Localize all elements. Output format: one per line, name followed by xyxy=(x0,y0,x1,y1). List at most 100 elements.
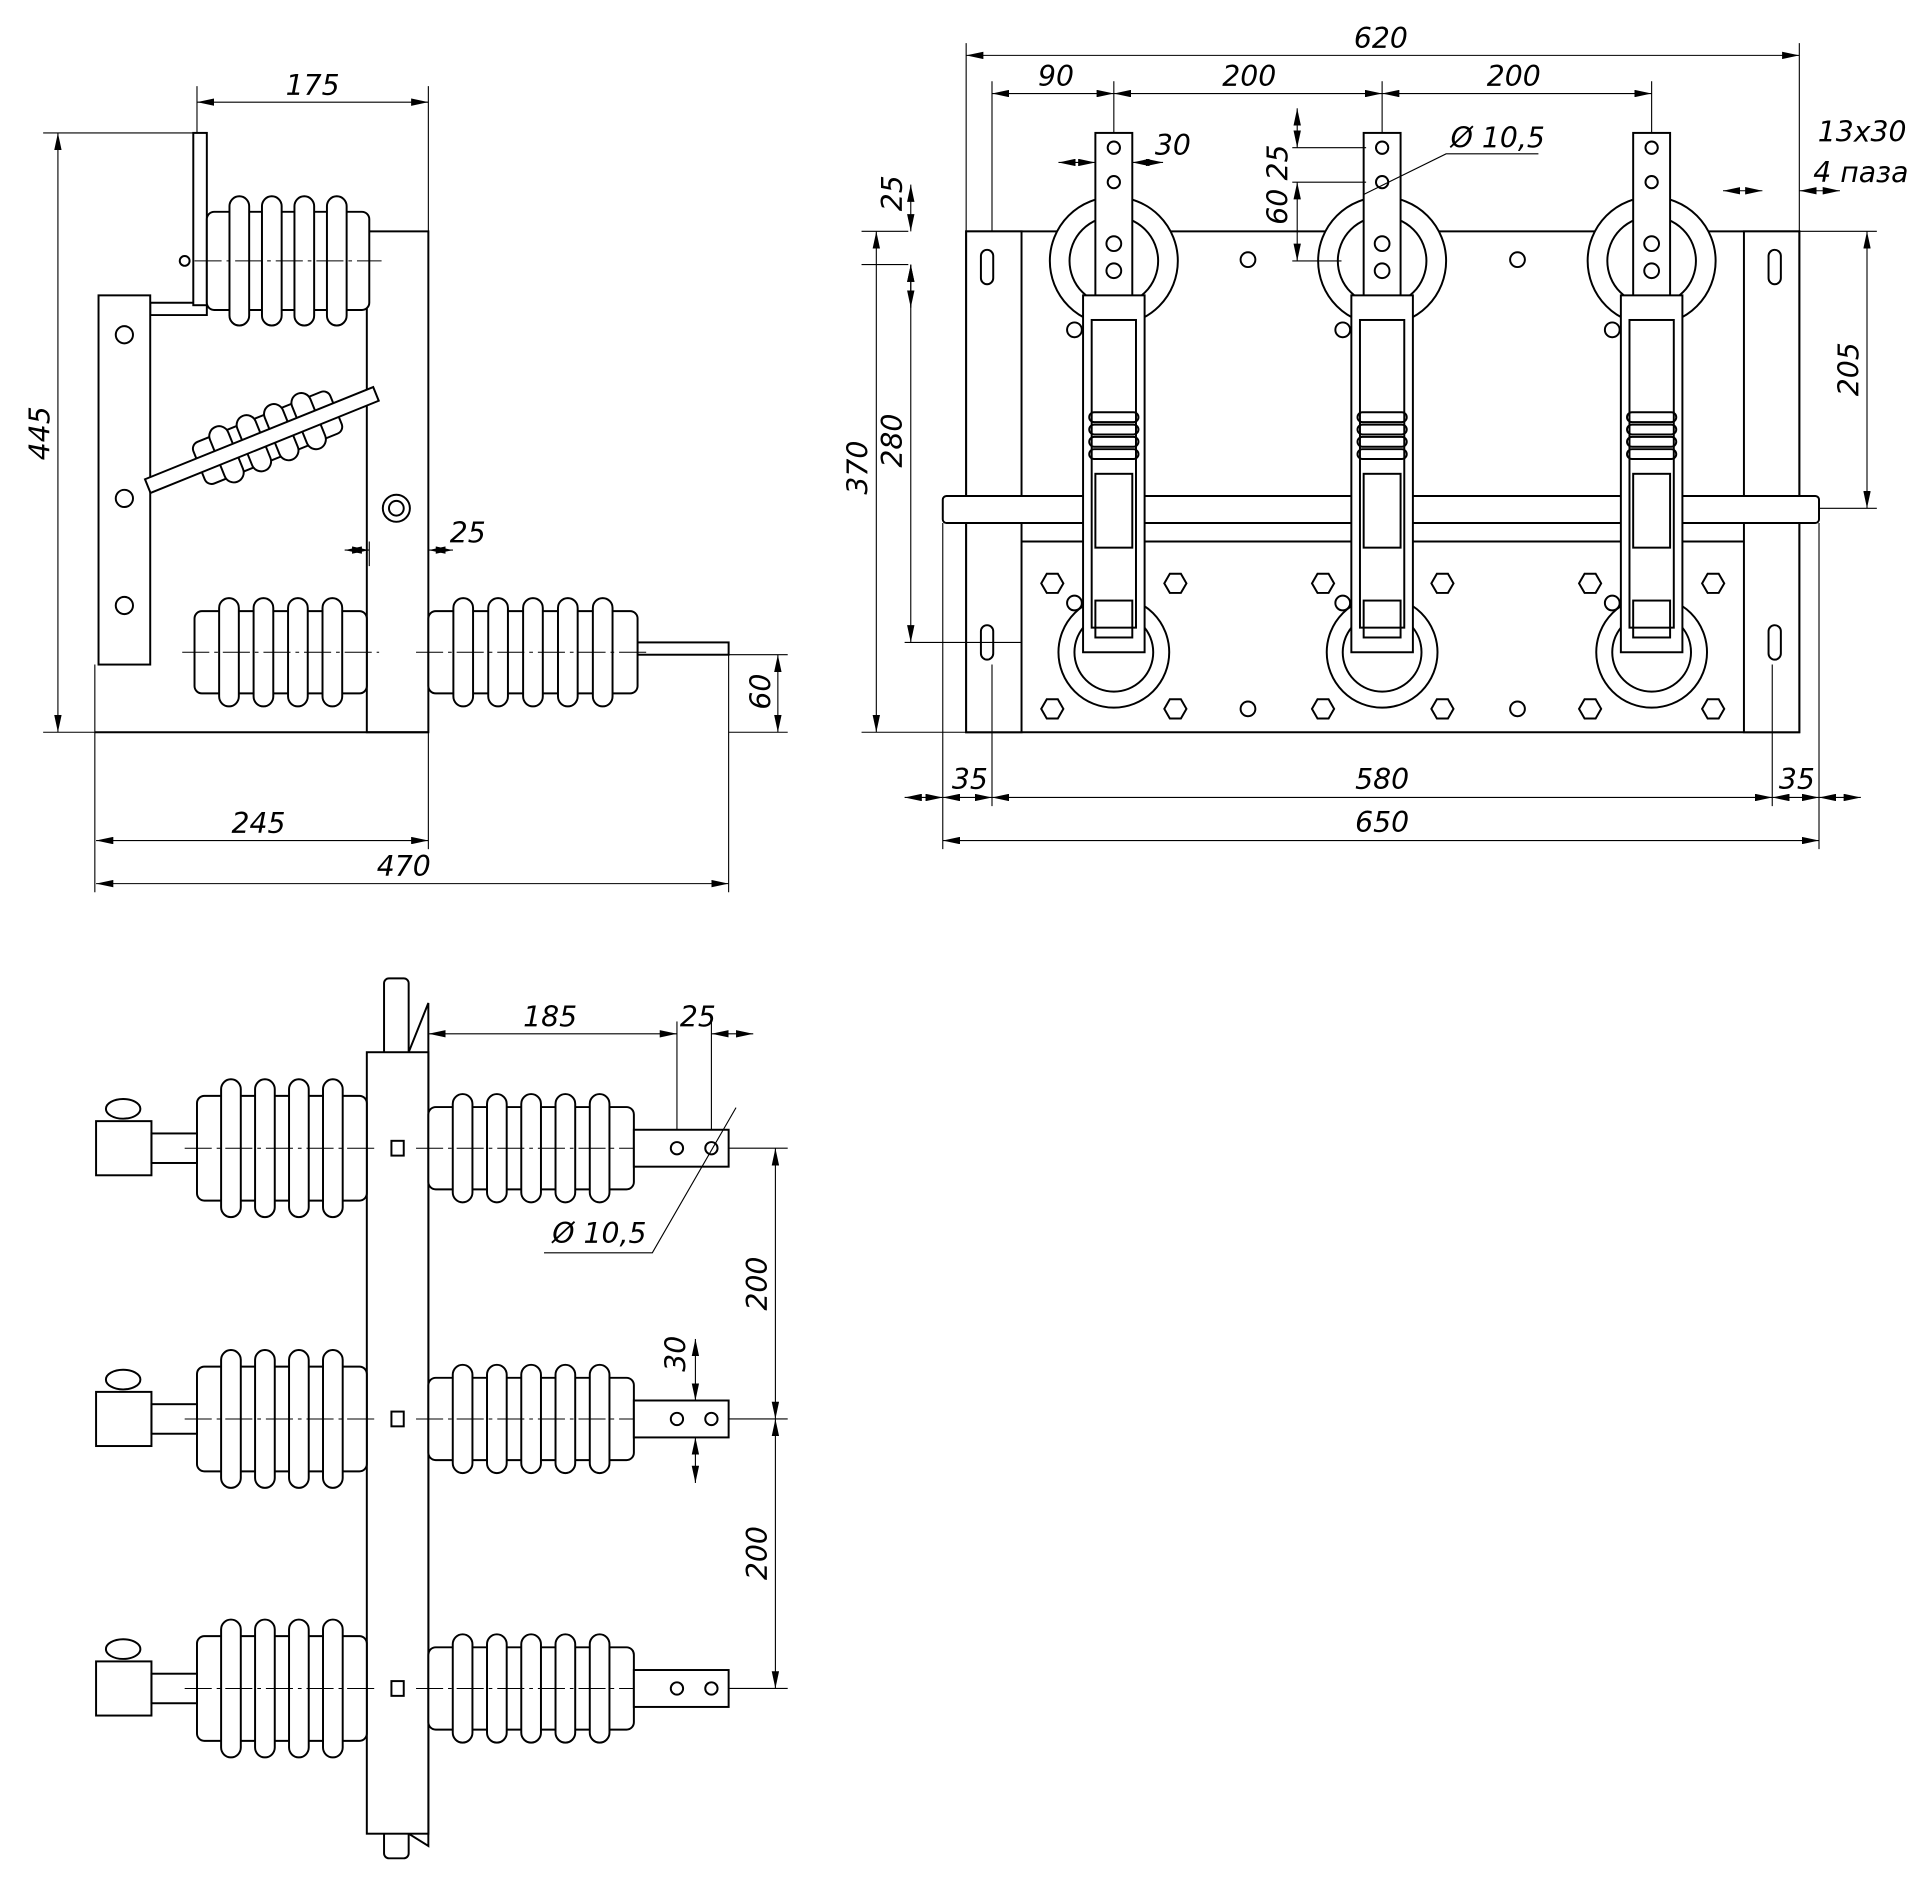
spring xyxy=(1088,448,1140,461)
rect xyxy=(1628,318,1675,629)
terminal-blade xyxy=(632,1669,730,1708)
hole xyxy=(1106,140,1121,155)
lever xyxy=(1632,472,1672,549)
pole xyxy=(1317,131,1448,709)
contact-jaw xyxy=(95,1660,153,1717)
spring xyxy=(1626,448,1678,461)
dimension-label: 13x30 xyxy=(1818,116,1907,149)
dimension-label: 35 xyxy=(952,763,988,796)
dimension-label: 30 xyxy=(660,1336,693,1372)
bolt xyxy=(1334,594,1352,612)
spring-clip xyxy=(104,1638,142,1660)
circle xyxy=(1105,262,1123,280)
shaft-hole xyxy=(381,493,411,523)
spring-clip xyxy=(104,1368,142,1391)
push-rod xyxy=(143,385,381,495)
hole xyxy=(704,1411,719,1427)
circle xyxy=(1643,235,1661,253)
contact xyxy=(1362,599,1402,639)
spring xyxy=(1356,423,1408,436)
lever xyxy=(1362,472,1402,549)
dimension-label: 60 xyxy=(1261,189,1294,225)
rect xyxy=(150,1672,198,1705)
bolt xyxy=(1603,321,1621,339)
hex-bolt xyxy=(1577,698,1603,720)
rect xyxy=(1090,318,1137,629)
dimension-label: 90 xyxy=(1038,60,1074,93)
dimension-label: 580 xyxy=(1355,763,1409,796)
lever xyxy=(1094,472,1134,549)
hex-bolt xyxy=(1577,572,1603,594)
pole xyxy=(95,1618,730,1759)
circle xyxy=(1373,262,1391,280)
bolt xyxy=(390,1410,405,1428)
spring xyxy=(1088,435,1140,448)
diagonal-insulator xyxy=(143,385,381,495)
spring xyxy=(1356,435,1408,448)
side-view xyxy=(94,131,730,734)
bolt xyxy=(390,1139,405,1157)
bolt xyxy=(1066,321,1083,339)
hole xyxy=(1374,140,1390,155)
spring xyxy=(1356,448,1408,461)
terminal-blade xyxy=(632,1399,730,1439)
pole xyxy=(1048,131,1179,709)
hole xyxy=(1106,175,1121,190)
hole xyxy=(669,1411,685,1427)
hex-bolt xyxy=(1430,572,1455,594)
contact-jaw xyxy=(95,1120,153,1177)
dimension-label: 200 xyxy=(1222,60,1276,93)
bolt xyxy=(1334,321,1352,339)
hole xyxy=(704,1141,719,1156)
dimension-label: 445 xyxy=(23,406,56,460)
hex-bolt xyxy=(1310,698,1336,720)
dimension-label: 200 xyxy=(741,1526,774,1580)
hex-bolt xyxy=(1700,572,1726,594)
contact xyxy=(1632,599,1672,639)
hex-bolt xyxy=(1430,698,1455,720)
hex-bolt xyxy=(1040,698,1065,720)
dimension-label: 280 xyxy=(876,414,909,468)
dimension-label: 30 xyxy=(1155,129,1191,162)
bolt xyxy=(1603,594,1621,612)
left-channel xyxy=(97,294,152,666)
dimension-label: 175 xyxy=(286,69,340,102)
dimension-label: 205 xyxy=(1832,342,1865,396)
hex-bolt xyxy=(1700,698,1726,720)
dimension-label: 60 xyxy=(744,674,777,710)
circle xyxy=(1105,235,1123,253)
terminal-blade xyxy=(1362,131,1402,307)
dimension-label: 25 xyxy=(450,517,486,550)
contact-bar xyxy=(636,641,730,656)
frame-plate xyxy=(365,1051,430,1835)
dimension-label: 200 xyxy=(741,1257,774,1311)
contact-jaw xyxy=(95,1390,153,1448)
bolt xyxy=(390,1680,405,1697)
dimension-label: 370 xyxy=(842,441,875,495)
terminal-blade xyxy=(632,1128,730,1168)
dimension-label: 200 xyxy=(1487,60,1541,93)
dimension-label: 620 xyxy=(1354,22,1408,55)
pole xyxy=(1586,131,1717,709)
spring xyxy=(1626,423,1678,436)
hole xyxy=(704,1681,719,1696)
leader-line xyxy=(544,1107,737,1254)
bottom-view xyxy=(95,977,730,1860)
leader-line xyxy=(1363,153,1539,195)
spring xyxy=(1626,435,1678,448)
rect xyxy=(150,1403,198,1435)
hole xyxy=(669,1141,685,1156)
bolt xyxy=(1066,594,1083,612)
dimension-label: 470 xyxy=(377,850,431,883)
dimension-label: Ø 10,5 xyxy=(1450,122,1545,155)
hex-bolt xyxy=(1310,572,1336,594)
dimension-label: 185 xyxy=(523,1000,577,1033)
frame-plate xyxy=(365,230,430,734)
circle xyxy=(1373,235,1391,253)
hex-bolt xyxy=(1163,698,1188,720)
hole xyxy=(1644,140,1659,155)
terminal-blade xyxy=(1632,131,1672,307)
